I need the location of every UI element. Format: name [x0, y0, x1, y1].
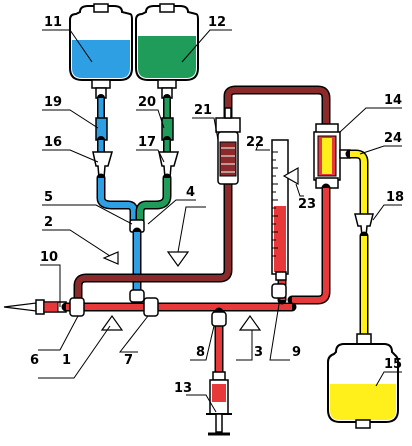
label-19: 19 [44, 95, 62, 110]
leader-lines [38, 29, 402, 413]
label-5: 5 [44, 190, 53, 205]
connector-9 [271, 283, 287, 299]
label-12: 12 [208, 15, 226, 30]
label-8: 8 [196, 345, 205, 360]
bag-15 [327, 333, 399, 429]
bag-12-fluid [138, 36, 196, 78]
dark-red-line-4 [75, 182, 231, 302]
arrow-2 [102, 251, 119, 265]
label-14: 14 [384, 93, 402, 108]
label-9: 9 [292, 345, 301, 360]
label-18: 18 [386, 190, 404, 205]
arrow-4 [166, 251, 190, 268]
label-4: 4 [186, 185, 195, 200]
bag-11-hanger [93, 3, 109, 13]
label-1: 1 [62, 353, 71, 368]
label-24: 24 [384, 131, 402, 146]
label-10: 10 [40, 250, 58, 265]
bag-12-hanger [159, 3, 175, 13]
arrow-23 [282, 166, 299, 186]
label-13: 13 [174, 381, 192, 396]
connector-6 [69, 297, 85, 317]
connector-8 [211, 311, 227, 327]
arrow-1 [100, 314, 124, 331]
label-17: 17 [138, 135, 156, 150]
connector-7 [143, 297, 159, 317]
label-20: 20 [138, 95, 156, 110]
label-11: 11 [44, 15, 62, 30]
label-7: 7 [124, 353, 133, 368]
bag-12 [135, 3, 199, 99]
label-23: 23 [298, 197, 316, 212]
bag-11-fluid [72, 40, 130, 78]
label-22: 22 [246, 135, 264, 150]
label-3: 3 [254, 345, 263, 360]
label-16: 16 [44, 135, 62, 150]
arrow-3 [238, 314, 262, 331]
dark-red-line-top [225, 87, 329, 126]
bag-11 [69, 3, 133, 99]
bag-15-fluid [330, 384, 396, 420]
syringe-13 [206, 371, 232, 436]
needle-10 [3, 299, 67, 315]
yellow-line-24 [350, 151, 367, 216]
label-15: 15 [384, 357, 402, 372]
label-21: 21 [194, 103, 212, 118]
label-2: 2 [44, 215, 53, 230]
label-6: 6 [30, 353, 39, 368]
